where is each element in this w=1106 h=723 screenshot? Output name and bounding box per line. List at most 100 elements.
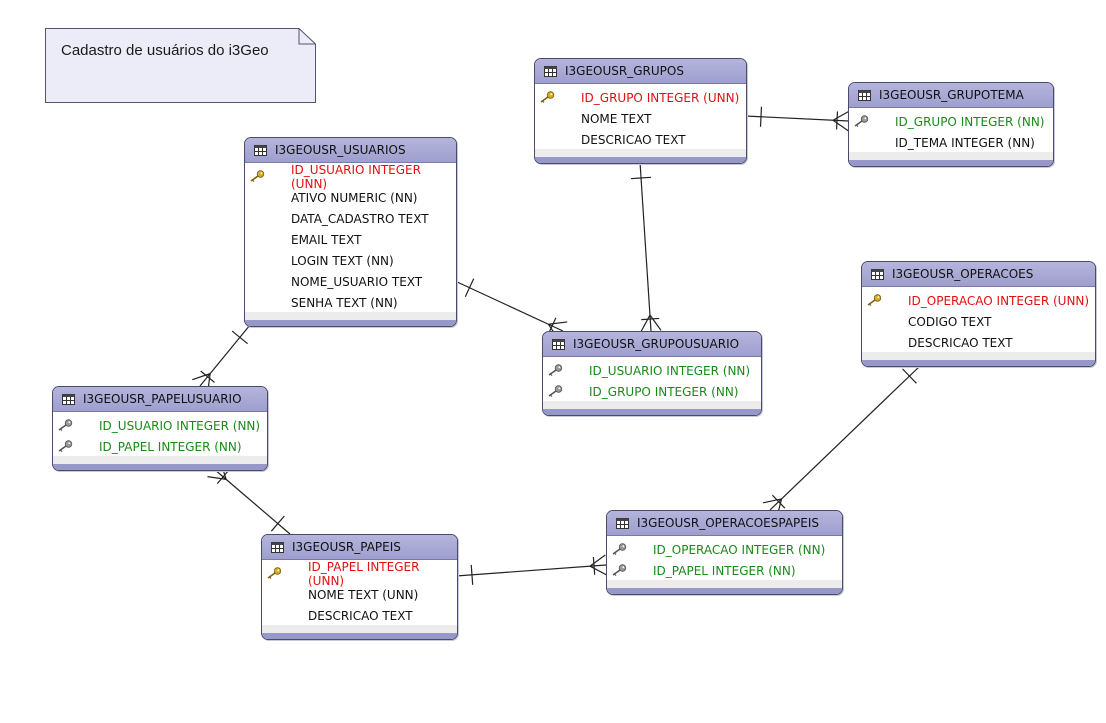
column[interactable]: CODIGO TEXT [862,311,1095,332]
key-slot [543,363,589,378]
one-cardinality-marker [270,515,285,532]
foreign-key-column[interactable]: ID_PAPEL INTEGER (NN) [53,436,267,457]
many-cardinality-marker [641,317,660,321]
gray-key-icon [58,439,73,452]
column[interactable]: DATA_CADASTRO TEXT [245,208,456,229]
entity-header[interactable]: I3GEOUSR_GRUPOS [535,59,746,84]
column-list: ID_GRUPO INTEGER (NN) ID_TEMA INTEGER (NN… [849,108,1053,159]
foreign-key-column[interactable]: ID_GRUPO INTEGER (NN) [543,381,761,402]
table-icon [871,268,884,280]
primary-key-column[interactable]: ID_OPERACAO INTEGER (UNN) [862,290,1095,311]
entity-header[interactable]: I3GEOUSR_PAPEIS [262,535,457,560]
many-cardinality-marker [835,111,839,130]
many-cardinality-marker [216,469,230,485]
entity-grupos[interactable]: I3GEOUSR_GRUPOS ID_GRUPO INTEGER (UNN) NOM… [534,58,747,164]
many-cardinality-marker [649,314,662,331]
entity-footer-spacer [535,149,746,157]
key-slot [535,112,581,126]
entity-header[interactable]: I3GEOUSR_PAPELUSUARIO [53,387,267,412]
column-label: ID_PAPEL INTEGER (NN) [653,563,796,578]
key-slot [862,336,908,350]
many-cardinality-marker [762,498,782,504]
relationship-line [199,324,251,387]
column-list: ID_USUARIO INTEGER (NN)ID_GRUPO INTEGER … [543,357,761,408]
gray-key-icon [58,418,73,431]
column[interactable]: DESCRICAO TEXT [535,129,746,150]
column[interactable]: NOME TEXT [535,108,746,129]
column[interactable]: LOGIN TEXT (NN) [245,250,456,271]
entity-name: I3GEOUSR_PAPELUSUARIO [83,392,242,406]
gray-key-icon [548,384,563,397]
column-label: ID_OPERACAO INTEGER (UNN) [908,293,1090,308]
many-cardinality-marker [200,370,215,383]
column-label: SENHA TEXT (NN) [291,295,398,310]
entity-header[interactable]: I3GEOUSR_GRUPOUSUARIO [543,332,761,357]
column[interactable]: NOME TEXT (UNN) [262,584,457,605]
relationship-line [639,161,652,332]
foreign-key-column[interactable]: ID_USUARIO INTEGER (NN) [543,360,761,381]
many-cardinality-marker [771,494,786,509]
gray-key-icon [612,563,627,576]
entity-footer-spacer [543,401,761,409]
foreign-key-column[interactable]: ID_PAPEL INTEGER (NN) [607,560,842,581]
entity-footer-spacer [245,312,456,320]
entity-footer [543,409,761,415]
primary-key-column[interactable]: ID_PAPEL INTEGER (UNN) [262,560,457,588]
entity-papelusuario[interactable]: I3GEOUSR_PAPELUSUARIO ID_USUARIO INTEGER … [52,386,268,471]
column-label: ATIVO NUMERIC (NN) [291,190,418,205]
primary-key-column[interactable]: ID_GRUPO INTEGER (UNN) [535,87,746,108]
column-label: DESCRICAO TEXT [908,335,1013,350]
note-text: Cadastro de usuários do i3Geo [61,42,269,59]
one-cardinality-marker [464,278,475,298]
entity-header[interactable]: I3GEOUSR_USUARIOS [245,138,456,163]
column-label: ID_GRUPO INTEGER (UNN) [581,90,740,105]
key-slot [53,439,99,454]
entity-operacoespapeis[interactable]: I3GEOUSR_OPERACOESPAPEIS ID_OPERACAO INTE… [606,510,843,595]
column[interactable]: SENHA TEXT (NN) [245,292,456,313]
relationship-line [455,564,607,577]
key-slot [849,136,895,150]
column[interactable]: DESCRICAO TEXT [262,605,457,626]
primary-key-column[interactable]: ID_USUARIO INTEGER (UNN) [245,163,456,191]
column[interactable]: ID_TEMA INTEGER (NN) [849,132,1053,153]
entity-footer [849,160,1053,166]
column[interactable]: DESCRICAO TEXT [862,332,1095,353]
foreign-key-column[interactable]: ID_GRUPO INTEGER (NN) [849,111,1053,132]
column-label: ID_TEMA INTEGER (NN) [895,135,1035,150]
foreign-key-column[interactable]: ID_OPERACAO INTEGER (NN) [607,539,842,560]
column[interactable]: EMAIL TEXT [245,229,456,250]
gold-key-icon [540,90,555,103]
entity-header[interactable]: I3GEOUSR_GRUPOTEMA [849,83,1053,108]
key-slot [245,254,291,268]
table-icon [271,541,284,553]
many-cardinality-marker [192,373,211,381]
entity-footer [535,157,746,163]
entity-footer [862,360,1095,366]
column-label: EMAIL TEXT [291,232,362,247]
table-icon [552,338,565,350]
column[interactable]: NOME_USUARIO TEXT [245,271,456,292]
column-label: NOME TEXT [581,111,652,126]
many-cardinality-marker [832,119,849,132]
entity-footer [245,320,456,326]
relationship-line [769,364,922,511]
key-slot [245,275,291,289]
foreign-key-column[interactable]: ID_USUARIO INTEGER (NN) [53,415,267,436]
entity-name: I3GEOUSR_GRUPOTEMA [879,88,1024,102]
column-label: ID_PAPEL INTEGER (UNN) [308,559,420,588]
key-slot [245,169,291,184]
column-list: ID_OPERACAO INTEGER (UNN) CODIGO TEXT DESC… [862,287,1095,359]
diagram-note[interactable]: Cadastro de usuários do i3Geo [45,28,316,103]
entity-header[interactable]: I3GEOUSR_OPERACOESPAPEIS [607,511,842,536]
many-cardinality-marker [589,554,606,567]
column[interactable]: ATIVO NUMERIC (NN) [245,187,456,208]
key-slot [543,384,589,399]
entity-header[interactable]: I3GEOUSR_OPERACOES [862,262,1095,287]
column-list: ID_GRUPO INTEGER (UNN) NOME TEXT DESCRICAO… [535,84,746,156]
many-cardinality-marker [832,110,850,121]
